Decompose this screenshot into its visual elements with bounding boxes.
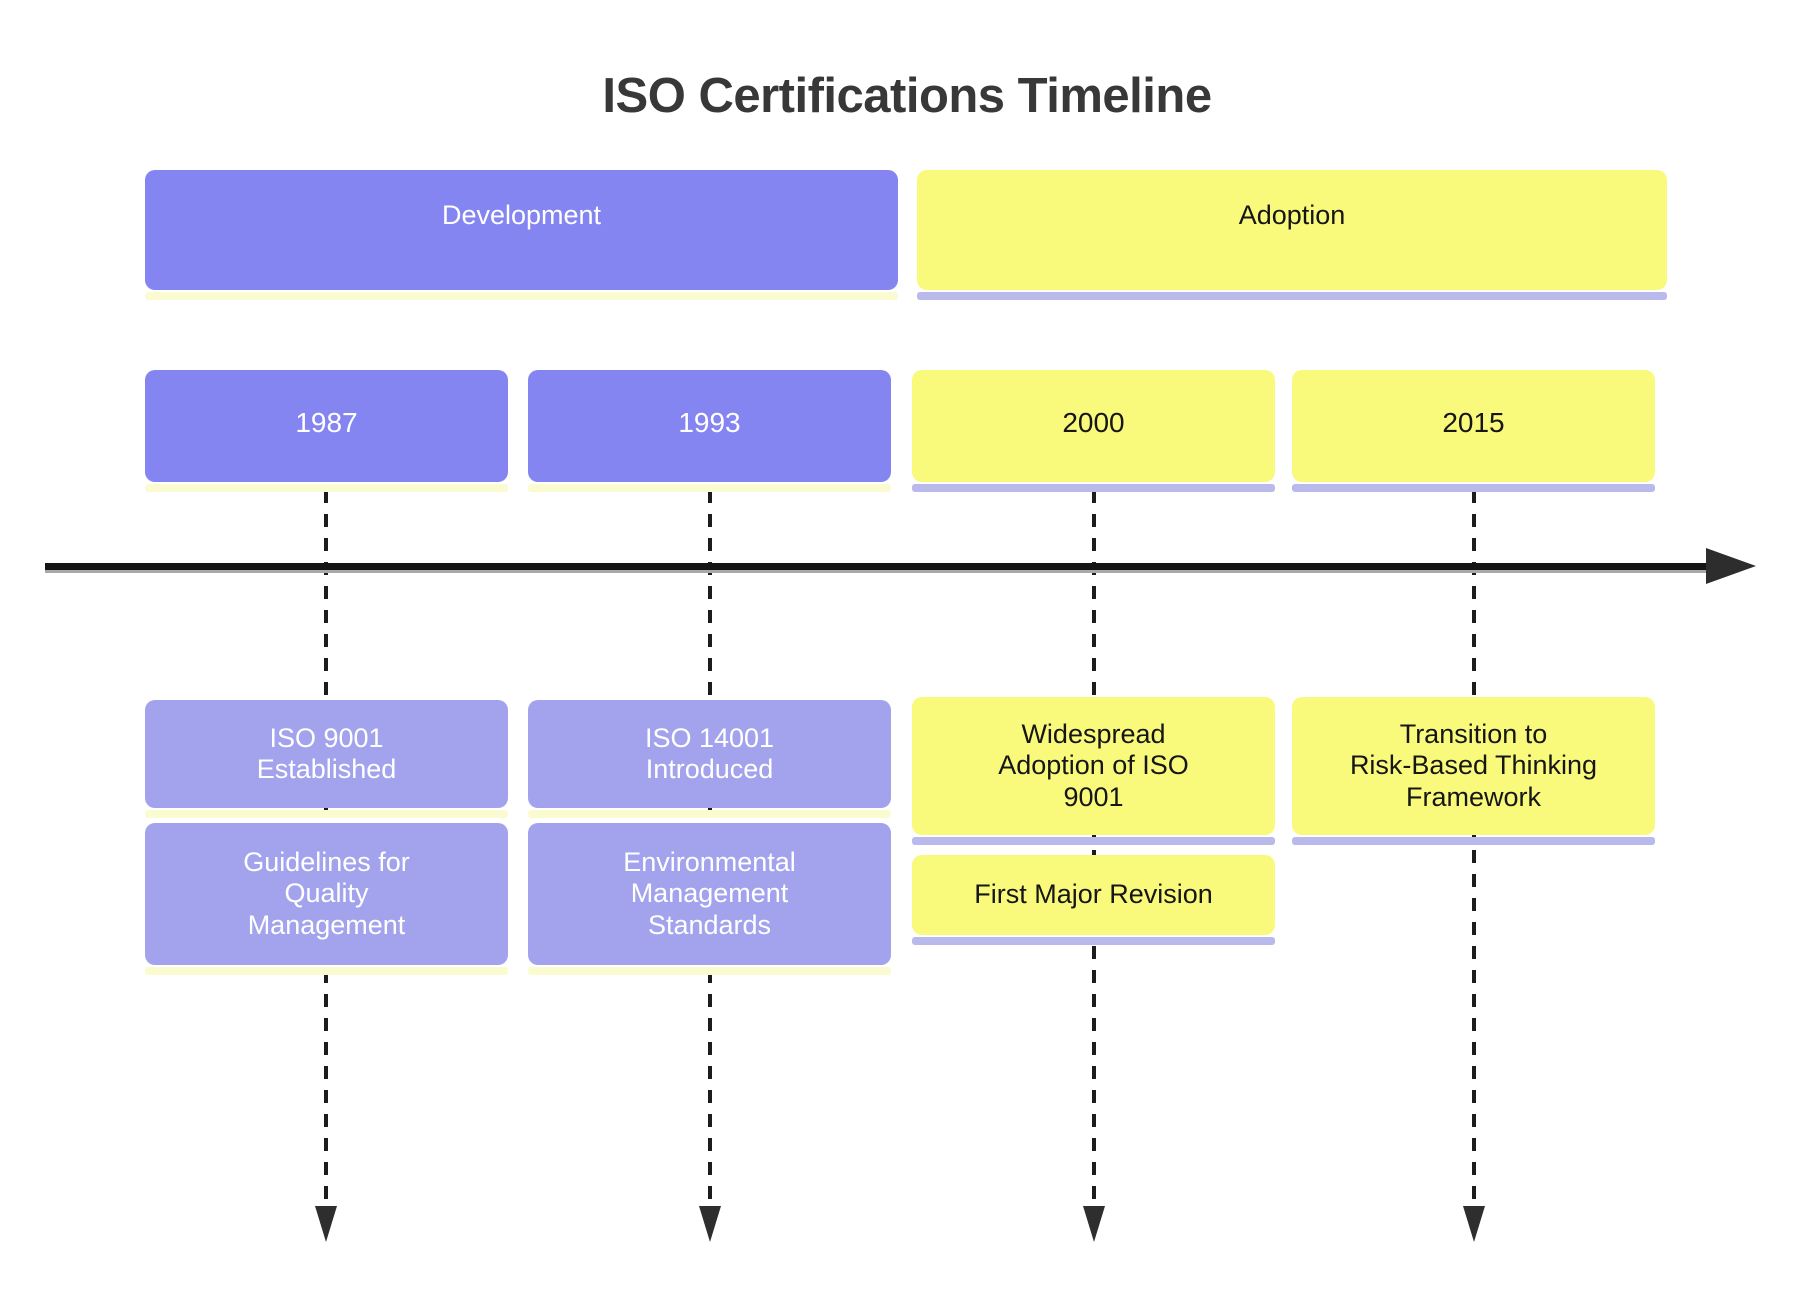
phase-label-development: Development [441,200,602,230]
event-box-risk-based-thinking: Transition to Risk-Based Thinking Framew… [1292,697,1655,845]
accent-strip [528,810,891,818]
event-box-iso-9001-established: ISO 9001 Established [145,700,508,818]
year-box-2000: 2000 [912,370,1275,492]
accent-strip [912,937,1275,945]
accent-strip [917,292,1667,300]
event-label: Transition to Risk-Based Thinking Framew… [1349,719,1598,812]
phase-bar-development: Development [145,170,898,300]
down-arrowhead-icon [315,1206,337,1242]
event-label: First Major Revision [974,879,1213,910]
dashed-connector-2000 [1092,490,1096,1206]
event-label: ISO 14001 Introduced [644,722,775,784]
accent-strip [1292,837,1655,845]
event-label: ISO 9001 Established [256,722,397,784]
event-label: Environmental Management Standards [623,847,796,940]
event-box-guidelines-quality: Guidelines for Quality Management [145,823,508,975]
year-label: 1987 [295,406,358,438]
accent-strip [145,967,508,975]
accent-strip [528,967,891,975]
dashed-connector-2015 [1472,490,1476,1206]
year-box-2015: 2015 [1292,370,1655,492]
year-box-1993: 1993 [528,370,891,492]
accent-strip [912,837,1275,845]
event-label: Widespread Adoption of ISO 9001 [998,719,1189,812]
accent-strip [145,292,898,300]
event-box-environmental-standards: Environmental Management Standards [528,823,891,975]
down-arrowhead-icon [699,1206,721,1242]
event-label: Guidelines for Quality Management [243,847,410,940]
event-box-widespread-adoption: Widespread Adoption of ISO 9001 [912,697,1275,845]
event-box-iso-14001-introduced: ISO 14001 Introduced [528,700,891,818]
phase-bar-adoption: Adoption [917,170,1667,300]
down-arrowhead-icon [1463,1206,1485,1242]
year-box-1987: 1987 [145,370,508,492]
year-label: 2000 [1062,406,1125,438]
accent-strip [1292,484,1655,492]
year-label: 2015 [1442,406,1505,438]
right-arrowhead-icon [1706,548,1756,584]
page-title: ISO Certifications Timeline [602,69,1212,123]
accent-strip [145,810,508,818]
timeline-axis [45,563,1708,570]
accent-strip [145,484,508,492]
accent-strip [912,484,1275,492]
event-box-first-major-revision: First Major Revision [912,855,1275,945]
accent-strip [528,484,891,492]
phase-label-adoption: Adoption [1238,200,1346,230]
down-arrowhead-icon [1083,1206,1105,1242]
year-label: 1993 [678,406,741,438]
